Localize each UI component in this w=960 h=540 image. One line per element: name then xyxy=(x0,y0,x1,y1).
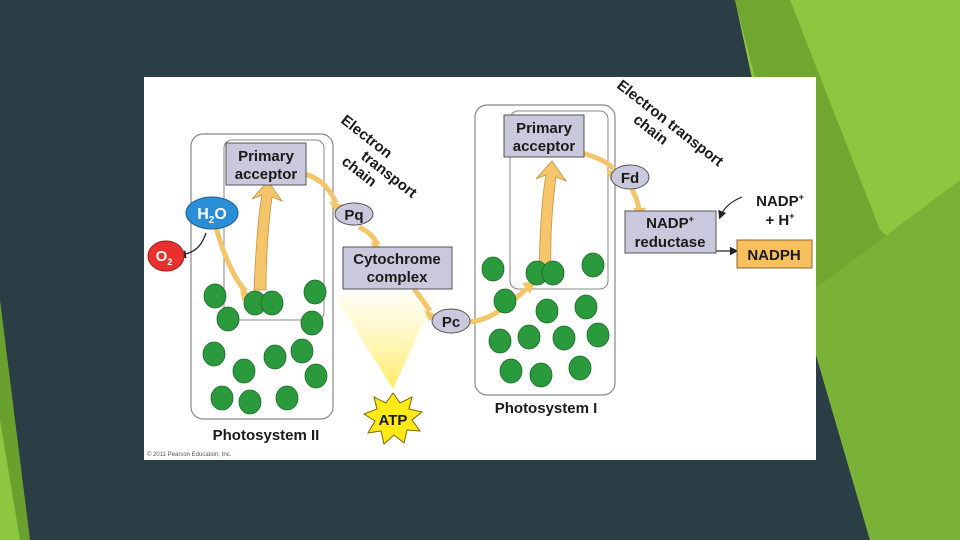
ps1-primary-acceptor-box xyxy=(503,114,585,158)
ps2-inner-frame xyxy=(223,139,325,321)
nadph-box xyxy=(736,239,813,269)
electron-flow-arrow-2 xyxy=(357,224,381,247)
accent-shape-left-light xyxy=(0,420,20,540)
nadph-label: NADPH xyxy=(747,247,800,264)
electron-flow-arrow-4 xyxy=(465,287,528,325)
water-label: H2O xyxy=(197,206,227,226)
water-to-p680-arrow xyxy=(213,226,248,293)
ps2-excitation-arrow xyxy=(251,180,284,291)
ps1-outer-frame xyxy=(474,104,616,396)
oxygen-molecule xyxy=(147,240,185,272)
accent-shape-mid xyxy=(800,180,960,540)
ps1-excitation-arrow xyxy=(535,160,568,271)
ferredoxin xyxy=(610,164,650,190)
nadp-reductase-line1: NADP+ xyxy=(646,214,694,232)
ps2-primary-acceptor-box xyxy=(225,142,307,186)
ps1-inner-frame xyxy=(509,110,609,290)
water-molecule xyxy=(185,196,239,230)
oxygen-label: O2 xyxy=(156,248,173,267)
nadp-reductase-line2: reductase xyxy=(635,234,706,251)
ps1-label: Photosystem I xyxy=(495,400,598,417)
ps2-chlorophyll-cluster xyxy=(202,279,328,415)
fd-label: Fd xyxy=(621,170,639,187)
plastoquinone xyxy=(334,202,374,226)
atp-light-cone xyxy=(334,295,436,389)
ps2-primary-acceptor-line1: Primary xyxy=(238,148,295,165)
ps1-primary-acceptor-line2: acceptor xyxy=(513,138,576,155)
ps2-label: Photosystem II xyxy=(213,427,320,444)
electron-flow-arrow-6 xyxy=(629,187,642,210)
pc-label: Pc xyxy=(442,314,460,331)
pq-label: Pq xyxy=(344,207,363,224)
atp-label: ATP xyxy=(379,412,408,429)
ps2-primary-acceptor-line2: acceptor xyxy=(235,166,298,183)
cytochrome-line1: Cytochrome xyxy=(353,251,441,268)
cytochrome-line2: complex xyxy=(367,269,429,286)
cytochrome-complex-box xyxy=(342,246,453,290)
ps2-outer-frame xyxy=(190,133,334,420)
electron-flow-head-3 xyxy=(424,310,438,321)
nadp-input-line1: NADP+ xyxy=(756,192,804,210)
electron-flow-arrow-3 xyxy=(412,287,433,313)
atp-starburst xyxy=(362,392,424,445)
ps1-primary-acceptor-line1: Primary xyxy=(516,120,573,137)
oxygen-release-arrow xyxy=(177,232,207,259)
plastocyanin xyxy=(431,308,471,334)
photosynthesis-diagram: Primary acceptor Primary acceptor H2O O2… xyxy=(144,77,816,460)
ps1-chlorophyll-cluster xyxy=(481,252,610,388)
nadp-input-arrow xyxy=(718,196,743,220)
electron-flow-head-1 xyxy=(329,201,344,215)
copyright-notice: © 2011 Pearson Education, Inc. xyxy=(147,452,232,458)
electron-flow-arrow-5 xyxy=(581,150,616,171)
nadp-reductase-box xyxy=(624,210,717,254)
nadp-input-line2: + H+ xyxy=(765,211,794,229)
